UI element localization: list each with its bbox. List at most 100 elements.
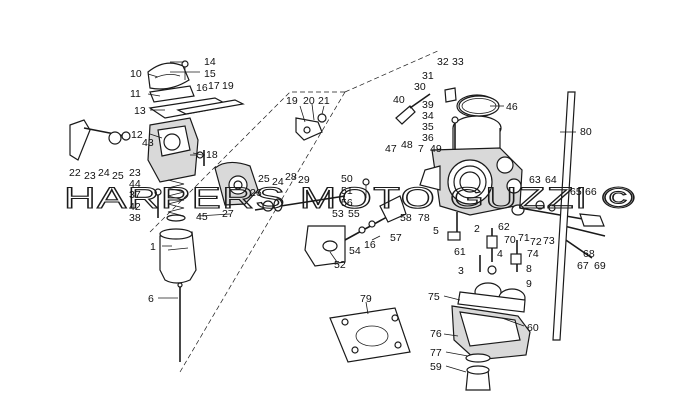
callout-71: 71 (518, 232, 530, 244)
callout-78: 78 (418, 212, 430, 224)
callout-5: 5 (433, 225, 439, 237)
callout-67: 67 (577, 260, 589, 272)
callout-22: 22 (69, 167, 81, 179)
callout-70: 70 (504, 234, 516, 246)
callout-28: 28 (285, 171, 297, 183)
callout-76: 76 (430, 328, 442, 340)
slide-housing (147, 117, 205, 183)
callout-77: 77 (430, 347, 442, 359)
callout-9: 9 (526, 278, 532, 290)
callout-72: 72 (530, 236, 542, 248)
callout-14: 14 (204, 56, 216, 68)
top-cover-assembly (147, 60, 195, 103)
callout-40: 40 (393, 94, 405, 106)
callout-35: 35 (422, 121, 434, 133)
callout-24-mid: 24 (272, 176, 284, 188)
callout-16: 16 (196, 82, 208, 94)
callout-44: 44 (129, 178, 141, 190)
callout-13: 13 (134, 105, 146, 117)
callout-62: 62 (498, 221, 510, 233)
callout-27: 27 (222, 208, 234, 220)
callout-54: 54 (349, 245, 361, 257)
callout-51: 51 (341, 185, 353, 197)
callout-1: 1 (150, 241, 156, 253)
mixture-screw-assembly (344, 178, 407, 241)
callout-11: 11 (130, 88, 141, 100)
callout-58: 58 (400, 212, 412, 224)
callout-19-mid: 19 (286, 95, 298, 107)
callout-23-left: 23 (84, 170, 96, 182)
callout-25-mid: 25 (258, 173, 270, 185)
carburetor-body (419, 94, 523, 216)
callout-65: 65 (570, 186, 582, 198)
callout-48: 48 (401, 139, 413, 151)
callout-75: 75 (428, 291, 440, 303)
choke-plunger-group (395, 87, 459, 150)
callout-74: 74 (527, 248, 539, 260)
callout-36: 36 (422, 132, 434, 144)
callout-25-left: 25 (112, 170, 124, 182)
throttle-shaft (254, 195, 346, 212)
callout-50: 50 (341, 173, 353, 185)
lower-jets-group (447, 212, 522, 275)
callout-68: 68 (583, 248, 595, 260)
callout-73: 73 (543, 235, 555, 247)
throttle-slide (159, 228, 197, 284)
callout-60: 60 (527, 322, 539, 334)
callout-8: 8 (526, 263, 532, 275)
leader-lines (147, 61, 576, 373)
needle (177, 282, 183, 362)
throttle-lever-left (69, 119, 131, 161)
callout-4: 4 (497, 248, 503, 260)
callout-32: 32 (437, 56, 449, 68)
float-assembly (457, 282, 526, 313)
callout-3: 3 (458, 265, 464, 277)
callout-45: 45 (196, 211, 208, 223)
callout-56: 56 (341, 197, 353, 209)
callout-38: 38 (129, 212, 141, 224)
callout-49: 49 (430, 143, 442, 155)
callout-61: 61 (454, 246, 466, 258)
callout-21: 21 (318, 95, 330, 107)
callout-31: 31 (422, 70, 434, 82)
float-bowl (451, 305, 531, 391)
callout-57: 57 (390, 232, 402, 244)
callout-80: 80 (580, 126, 592, 138)
callout-47: 47 (385, 143, 397, 155)
callout-17: 17 (208, 80, 220, 92)
throttle-cam (214, 161, 259, 206)
callout-19-top: 19 (222, 80, 234, 92)
callout-39: 39 (422, 99, 434, 111)
callout-6: 6 (148, 293, 154, 305)
callout-66: 66 (585, 186, 597, 198)
callout-16-mid: 16 (364, 239, 376, 251)
callout-12: 12 (131, 129, 143, 141)
callout-43: 43 (142, 137, 154, 149)
callout-18: 18 (206, 149, 218, 161)
callout-33: 33 (452, 56, 464, 68)
callout-42: 42 (129, 201, 141, 213)
callout-2: 2 (474, 223, 480, 235)
callout-69: 69 (594, 260, 606, 272)
callout-20: 20 (303, 95, 315, 107)
gasket-plate (148, 97, 245, 119)
callout-79: 79 (360, 293, 372, 305)
callout-55: 55 (348, 208, 360, 220)
callout-34: 34 (422, 110, 434, 122)
callout-24-left: 24 (98, 167, 110, 179)
callout-37: 37 (129, 189, 141, 201)
callout-46: 46 (506, 101, 518, 113)
callout-labels: 14 10 15 16 17 11 13 19 12 43 18 22 23 2… (69, 56, 606, 373)
callout-7: 7 (418, 143, 424, 155)
callout-63: 63 (529, 174, 541, 186)
callout-64: 64 (545, 174, 557, 186)
spring (166, 179, 186, 222)
callout-30: 30 (414, 81, 426, 93)
assembly-outline (149, 49, 441, 373)
watermark-text: HARPERS MOTO GUZZI © (64, 182, 636, 215)
callout-59: 59 (430, 361, 442, 373)
link-bracket-52 (304, 225, 346, 267)
link-bracket-19 (295, 113, 327, 141)
right-jet-group (511, 200, 606, 259)
